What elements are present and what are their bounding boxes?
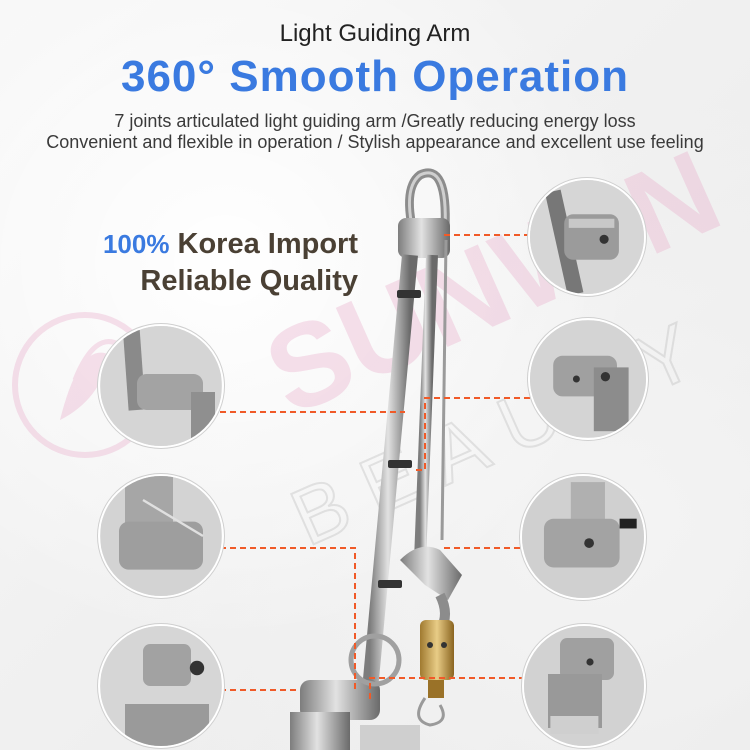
joint-detail-right-3 bbox=[520, 474, 646, 600]
callout-line-1: 100% Korea Import bbox=[98, 226, 358, 263]
joint-detail-right-2 bbox=[528, 318, 648, 440]
section-eyebrow: Light Guiding Arm bbox=[279, 20, 471, 47]
joint-detail-left-2 bbox=[98, 474, 224, 598]
callout-percent: 100% bbox=[102, 229, 170, 259]
description-line-2: Convenient and flexible in operation / S… bbox=[46, 132, 704, 152]
page-title: 360° Smooth Operation bbox=[120, 52, 629, 101]
description-line-1: 7 joints articulated light guiding arm /… bbox=[114, 111, 636, 131]
joint-detail-left-1 bbox=[98, 324, 224, 448]
joint-detail-left-3 bbox=[98, 624, 224, 748]
joint-detail-top-right bbox=[528, 178, 646, 296]
joint-detail-right-4 bbox=[522, 624, 646, 748]
callout-korea-import: Korea Import bbox=[169, 228, 358, 260]
quality-callout: 100% Korea Import Reliable Quality bbox=[98, 226, 358, 300]
callout-line-2: Reliable Quality bbox=[140, 265, 358, 297]
